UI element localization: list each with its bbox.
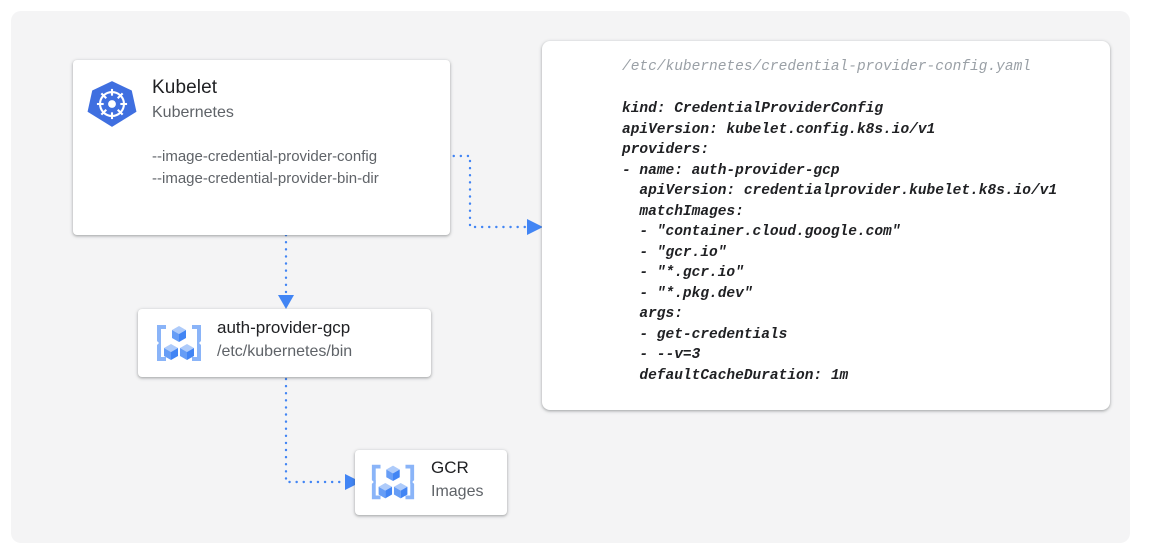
gcp-artifact-registry-icon [371, 464, 415, 500]
cube-top [172, 326, 186, 342]
auth-provider-gcp-card[interactable]: auth-provider-gcp /etc/kubernetes/bin [138, 309, 431, 377]
gcr-card[interactable]: GCR Images [355, 450, 507, 515]
gcr-card-subtitle: Images [431, 483, 484, 500]
cube-right [393, 482, 408, 499]
kubelet-flag-image-credential-provider-bin-dir: --image-credential-provider-bin-dir [152, 170, 379, 187]
kubelet-flag-image-credential-provider-config: --image-credential-provider-config [152, 148, 378, 165]
yaml-file-path: /etc/kubernetes/credential-provider-conf… [622, 59, 1031, 75]
kubelet-card-subtitle: Kubernetes [152, 104, 234, 121]
gcp-artifact-registry-icon [157, 325, 201, 361]
credential-provider-config-panel[interactable]: /etc/kubernetes/credential-provider-conf… [542, 41, 1110, 410]
gcr-card-title: GCR [431, 458, 469, 477]
kubelet-card-title: Kubelet [152, 77, 218, 98]
cube-right [180, 344, 194, 360]
cube-left [164, 344, 178, 360]
auth-provider-gcp-card-title: auth-provider-gcp [217, 318, 351, 337]
cube-top [386, 465, 400, 482]
kubernetes-logo-icon [87, 81, 137, 127]
auth-provider-gcp-card-subtitle: /etc/kubernetes/bin [217, 343, 353, 360]
yaml-content: kind: CredentialProviderConfig apiVersio… [622, 101, 1058, 384]
cube-left [378, 482, 393, 499]
kubelet-card[interactable]: Kubelet Kubernetes --image-credential-pr… [73, 60, 450, 235]
